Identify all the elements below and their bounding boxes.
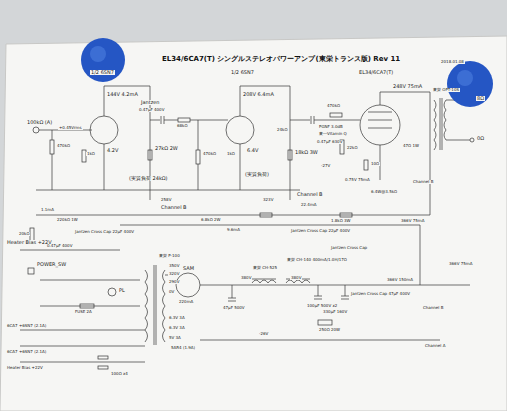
component-label: 350V — [168, 264, 180, 268]
component-label: 東栄 P-100 — [158, 254, 181, 258]
component-label: 6.8kΩ 2W — [200, 218, 222, 222]
component-label: -27V — [320, 164, 331, 168]
component-label: 24kΩ — [276, 128, 288, 132]
component-label: PGNF 3.0dB — [318, 125, 344, 129]
paper-sheet — [0, 36, 507, 411]
component-label: 1/2 6SN7 — [90, 70, 115, 75]
component-label: 6CA7 +6SN7 (2.1A) — [6, 324, 47, 328]
component-label: 47μF 500V — [222, 306, 246, 310]
component-label: PL — [118, 288, 126, 293]
component-label: Heater Bias +22V — [6, 366, 44, 370]
component-label: 1.1mA — [40, 208, 55, 212]
component-label: 10Ω — [370, 162, 380, 166]
component-label: Channel B — [296, 192, 324, 197]
component-label: 380V — [240, 276, 252, 280]
component-label: 5AR4 (1.9A) — [170, 346, 196, 350]
component-label: -26V — [258, 332, 269, 336]
component-label: 0.75V 75mA — [344, 178, 371, 182]
component-label: Jantzen Cross Cap — [330, 246, 368, 250]
component-label: 220kΩ 1W — [56, 218, 79, 222]
component-label: 8Ω — [476, 96, 485, 101]
component-label: 0.47μF 630V — [316, 140, 343, 144]
component-label: FUSE 2A — [74, 310, 93, 314]
component-label: 100Ω x4 — [110, 372, 129, 376]
component-label: 東栄 OPT-10S — [432, 88, 460, 92]
component-label: 6.3V 3A — [168, 316, 186, 320]
component-label: 366V 75mA — [448, 262, 473, 266]
component-label: 2018.01.08 — [440, 60, 465, 64]
component-label: 20kΩ — [18, 232, 30, 236]
component-label: 248V 75mA — [392, 84, 423, 89]
component-label: 1kΩ — [226, 152, 236, 156]
component-label: 0.47μF 400V — [138, 108, 165, 112]
component-label: 470kΩ — [202, 152, 217, 156]
component-label: 366V 75mA — [400, 219, 425, 223]
component-label: 6.4V — [246, 148, 259, 153]
component-label: SAM — [182, 266, 195, 271]
component-label: 470kΩ — [326, 104, 341, 108]
component-label: 6CA7 +6SN7 (2.1A) — [6, 350, 47, 354]
component-label: 6.3V 3A — [168, 326, 186, 330]
component-label: Jantzen Cross Cap 22μF 400V — [74, 230, 135, 234]
component-label: Channel A — [424, 344, 446, 348]
component-label: 47Ω 1W — [402, 144, 420, 148]
component-label: 東栄 CH-140 400mA/1.0H/17Ω — [286, 258, 348, 262]
component-label: 0.47μF 400V — [46, 244, 73, 248]
wiring — [20, 86, 474, 369]
component-label: 320V — [168, 272, 180, 276]
component-label: 330μF 160V — [322, 310, 348, 314]
component-label: 1.8kΩ 3W — [330, 219, 352, 223]
component-label: 144V 4.2mA — [106, 92, 139, 97]
tube-symbol — [90, 116, 118, 144]
component-label: 4.2V — [106, 148, 119, 153]
component-label: 0V — [168, 290, 175, 294]
component-label: 東一Vitamin Q — [318, 132, 348, 136]
component-label: Jantzen Cross Cap 47μF 400V — [350, 292, 411, 296]
component-label: 380V — [290, 276, 302, 280]
component-label: 27kΩ 2W — [154, 146, 179, 151]
component-label: Jantzen — [140, 100, 161, 105]
component-label: 208V 6.4mA — [242, 92, 275, 97]
sheet-title: EL34/6CA7(T) シングルステレオパワーアンプ(東栄トランス版) Rev… — [160, 54, 402, 64]
component-label: 1kΩ — [86, 152, 96, 156]
component-label: 366V 150mA — [386, 278, 414, 282]
component-label: 100μF 500V x2 — [306, 304, 338, 308]
magnet-highlight — [90, 46, 106, 62]
component-label: 250Ω 20W — [318, 328, 341, 332]
component-label: (実質負荷 24kΩ) — [128, 176, 169, 181]
component-label: 470kΩ — [56, 144, 71, 148]
component-label: 1/2 6SN7 — [230, 70, 255, 75]
component-label: Jantzen Cross Cap 22μF 400V — [290, 229, 351, 233]
component-label: 東栄 CH-525 — [252, 266, 278, 270]
component-label: Channel B — [422, 306, 444, 310]
magnet — [81, 38, 125, 82]
component-label: 68kΩ — [176, 124, 188, 128]
component-label: 290V — [168, 280, 180, 284]
component-label: 258V — [160, 198, 172, 202]
component-label: +0.45Vrms — [58, 126, 83, 130]
component-label: 9.6mA — [226, 228, 241, 232]
component-label: 22.4mA — [300, 203, 318, 207]
magnet-highlight — [457, 70, 473, 86]
component-label: POWER_SW — [36, 262, 67, 267]
component-label: 0Ω — [476, 136, 485, 141]
component-label: EL34/6CA7(T) — [358, 70, 394, 75]
component-label: 100kΩ (A) — [26, 120, 53, 125]
component-label: 5V 3A — [168, 336, 182, 340]
component-label: (実質負荷) — [244, 172, 270, 177]
component-label: 18kΩ 3W — [294, 150, 319, 155]
component-label: Channel B — [160, 205, 188, 210]
component-label: 220mA — [178, 300, 194, 304]
magnet — [447, 61, 493, 107]
component-label: 323V — [262, 198, 274, 202]
component-label: 6.4W@3.5kΩ — [370, 190, 398, 194]
component-label: 22kΩ — [346, 146, 358, 150]
component-label: Channel B — [412, 180, 434, 184]
